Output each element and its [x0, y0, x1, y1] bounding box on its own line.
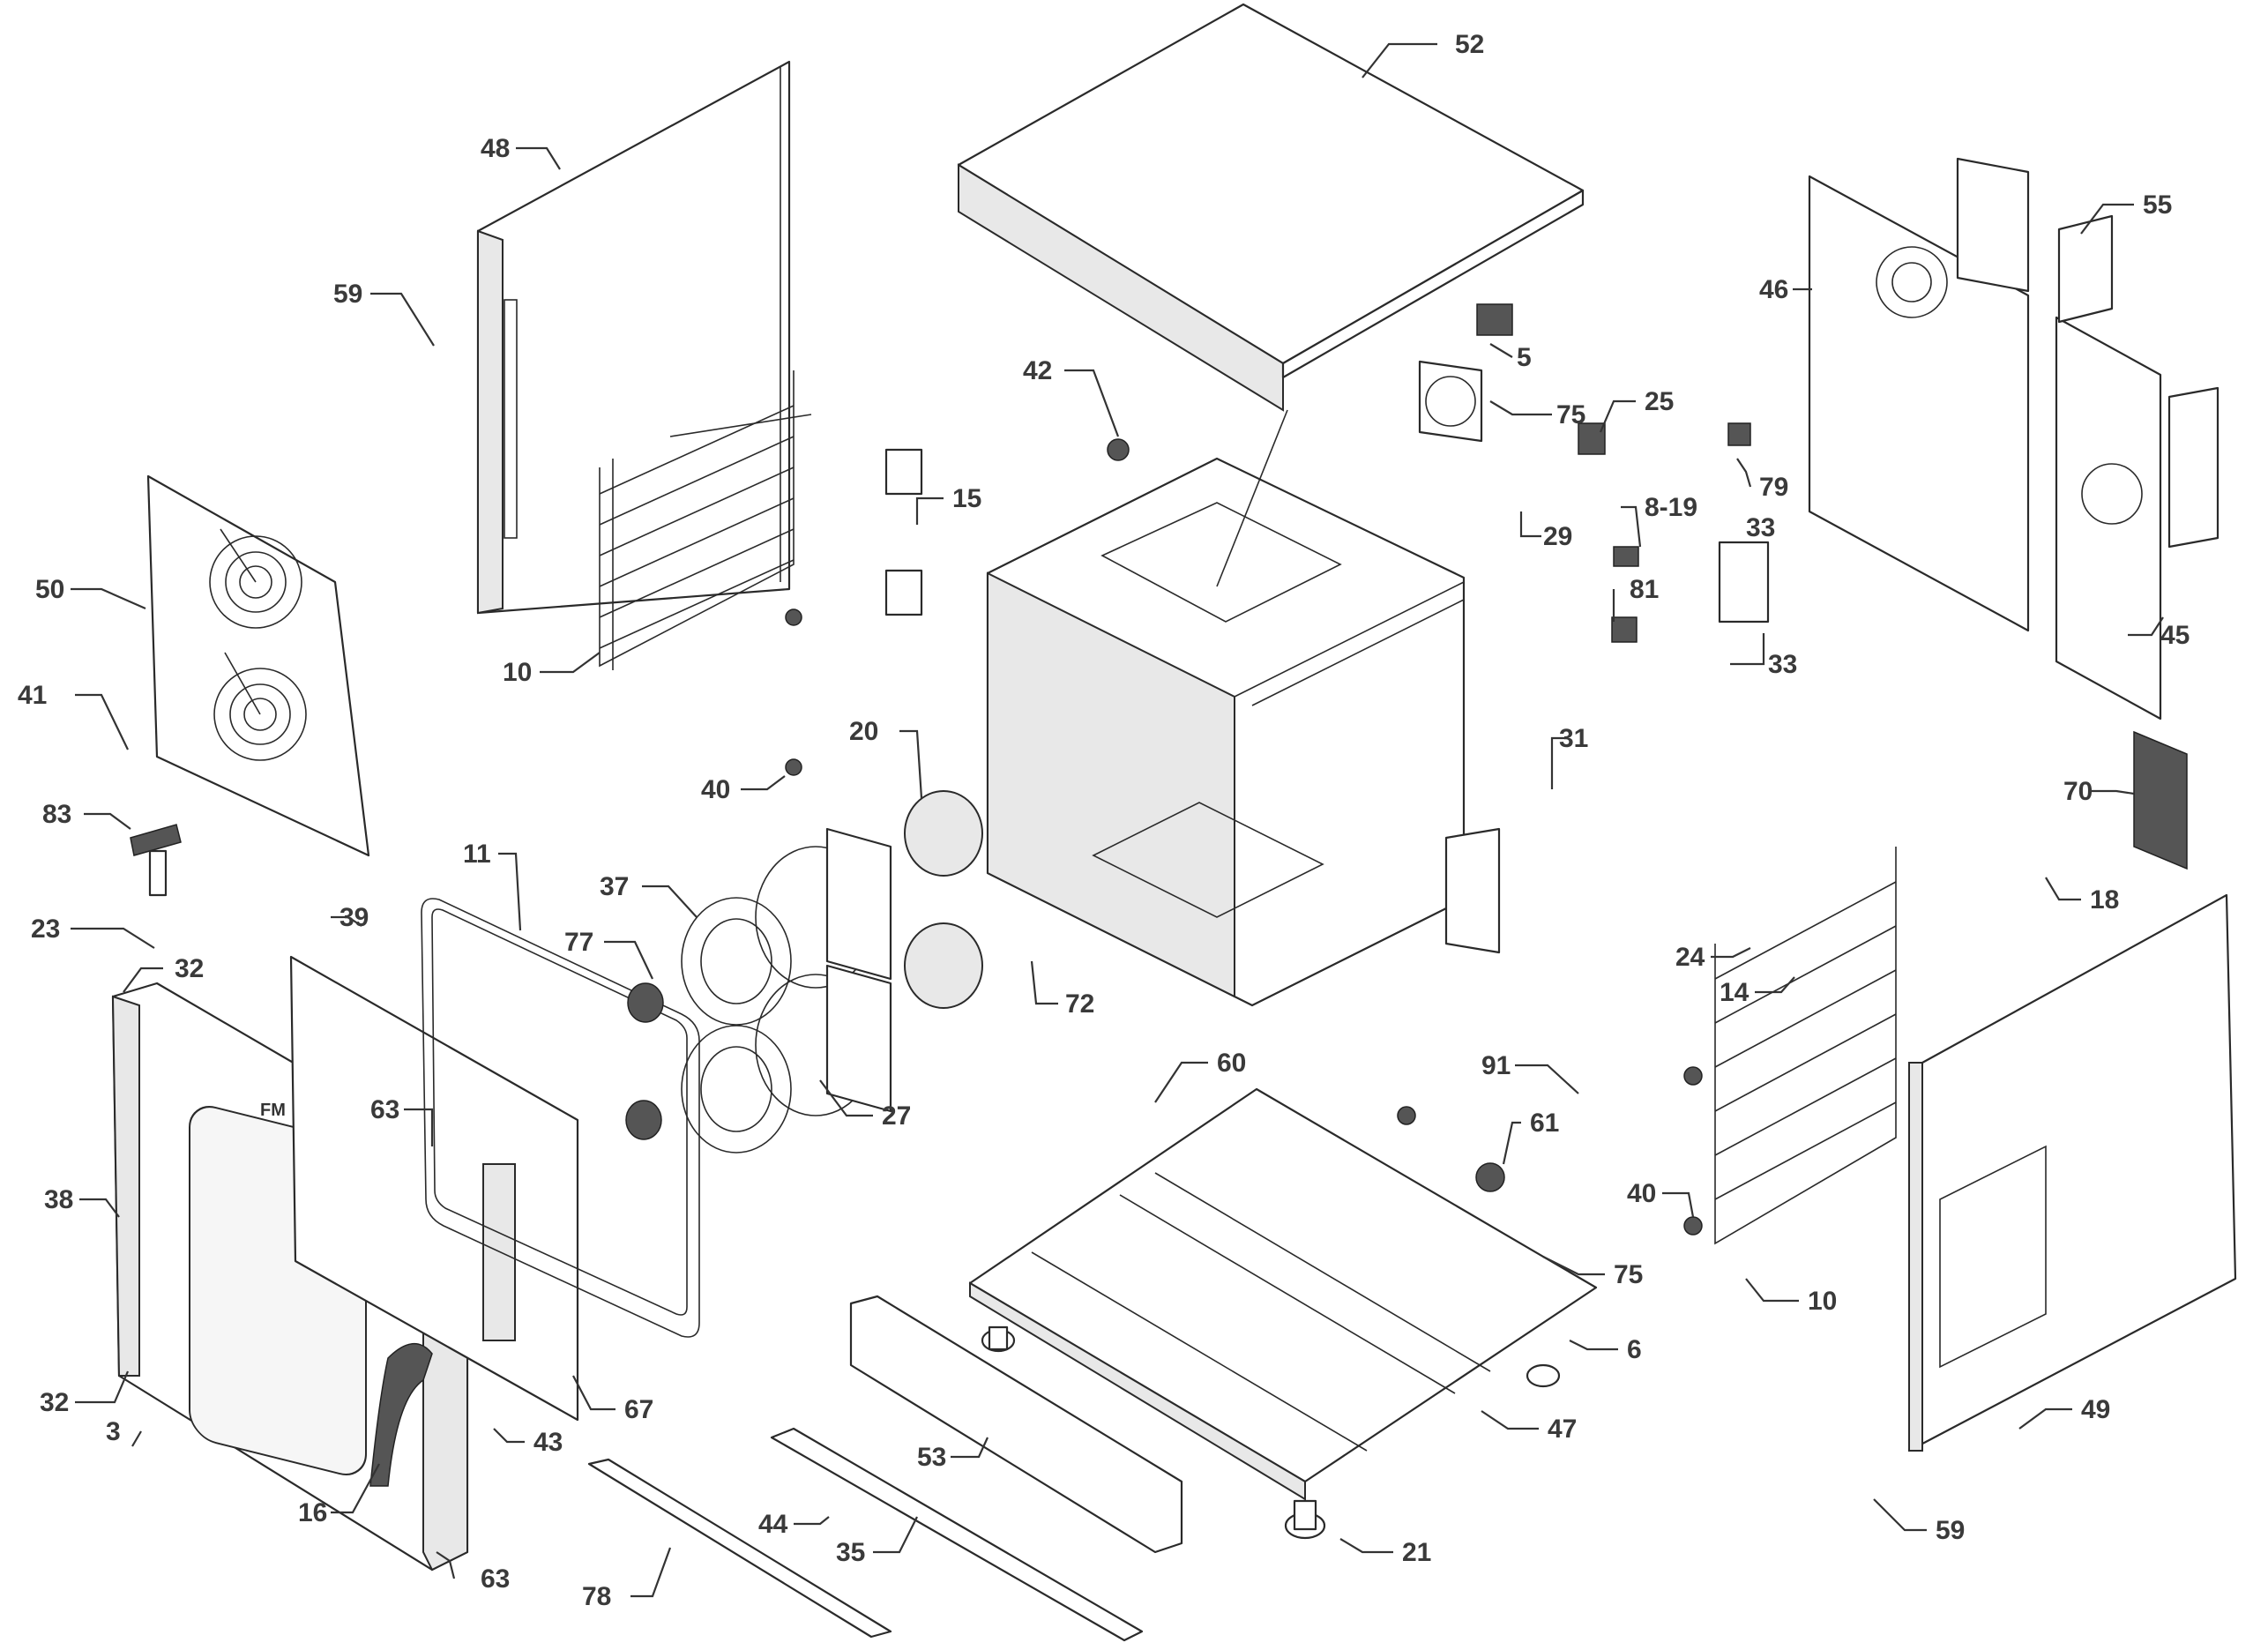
- callout-83: 83: [42, 800, 71, 829]
- callout-27: 27: [882, 1101, 911, 1131]
- callout-44: 44: [758, 1510, 788, 1539]
- callout-50: 50: [35, 575, 64, 604]
- callout-8-19: 8-19: [1645, 493, 1697, 522]
- callout-18: 18: [2090, 885, 2119, 915]
- callout-41: 41: [18, 681, 47, 710]
- callout-43: 43: [533, 1428, 563, 1457]
- callout-6: 6: [1627, 1335, 1642, 1364]
- callout-60: 60: [1217, 1049, 1246, 1078]
- callout-31: 31: [1559, 724, 1588, 753]
- callout-75-bottom: 75: [1614, 1260, 1643, 1289]
- callout-33-top: 33: [1746, 513, 1775, 542]
- top-cover-panel: [957, 3, 1585, 412]
- right-side-panel: [1907, 893, 2237, 1452]
- small-bracket-83: [130, 824, 182, 897]
- callout-10-right: 10: [1808, 1287, 1837, 1316]
- callout-21: 21: [1402, 1538, 1431, 1567]
- callout-11: 11: [463, 840, 491, 869]
- front-rails: [587, 1295, 1183, 1642]
- callout-24: 24: [1675, 943, 1705, 972]
- callout-75-top: 75: [1556, 400, 1585, 429]
- fan-motors: [825, 790, 983, 1113]
- control-board: [2133, 730, 2188, 870]
- callout-33-bottom: 33: [1768, 650, 1797, 679]
- left-side-panel: [476, 60, 791, 615]
- callout-39: 39: [339, 903, 369, 932]
- oven-chamber: [986, 409, 1501, 1007]
- rear-panels: [1808, 157, 2220, 720]
- callout-15: 15: [952, 484, 981, 513]
- callout-47: 47: [1548, 1415, 1577, 1444]
- callout-72: 72: [1065, 989, 1094, 1019]
- callout-37: 37: [600, 872, 629, 901]
- callout-59-top: 59: [333, 280, 362, 309]
- callout-55: 55: [2143, 190, 2172, 220]
- callout-40-left: 40: [701, 775, 730, 804]
- fan-back-panel: [146, 474, 370, 857]
- callout-38: 38: [44, 1185, 73, 1214]
- callout-20: 20: [849, 717, 878, 746]
- right-rack: [1714, 847, 1897, 1245]
- callout-14: 14: [1720, 978, 1749, 1007]
- callout-77: 77: [564, 928, 593, 957]
- callout-16: 16: [298, 1498, 327, 1527]
- callout-91: 91: [1481, 1051, 1511, 1080]
- callout-40-right: 40: [1627, 1179, 1656, 1208]
- callout-59-bottom: 59: [1936, 1516, 1965, 1545]
- callout-52: 52: [1455, 30, 1484, 59]
- callout-32-bottom: 32: [40, 1388, 69, 1417]
- callout-29: 29: [1543, 522, 1572, 551]
- door-gasket: [421, 898, 700, 1338]
- callout-53: 53: [917, 1443, 946, 1472]
- callout-46: 46: [1759, 275, 1788, 304]
- callout-35: 35: [836, 1538, 865, 1567]
- callout-61: 61: [1530, 1109, 1559, 1138]
- callout-49: 49: [2081, 1395, 2110, 1424]
- callout-10-left: 10: [503, 658, 532, 687]
- callout-63-bottom: 63: [481, 1564, 510, 1594]
- callout-23: 23: [31, 915, 60, 944]
- callout-79: 79: [1759, 473, 1788, 502]
- callout-3: 3: [106, 1417, 121, 1446]
- callout-labels: 52 48 59 55 46 5 42 75 25 15 79 50 8-19 …: [18, 30, 2190, 1611]
- callout-32-top: 32: [175, 954, 204, 983]
- callout-48: 48: [481, 134, 510, 163]
- callout-42: 42: [1023, 356, 1052, 385]
- base-plate: [968, 1087, 1598, 1540]
- callout-25: 25: [1645, 387, 1674, 416]
- callout-78: 78: [582, 1582, 611, 1611]
- callout-67: 67: [624, 1395, 653, 1424]
- leader-lines: [71, 42, 2164, 1598]
- small-parts: [785, 303, 1770, 1236]
- callout-81: 81: [1630, 575, 1659, 604]
- callout-70: 70: [2063, 777, 2093, 806]
- svg-text:FM: FM: [260, 1101, 286, 1120]
- callout-63-top: 63: [370, 1095, 399, 1124]
- callout-5: 5: [1517, 343, 1532, 372]
- callout-45: 45: [2160, 621, 2190, 650]
- left-rack: [599, 370, 812, 670]
